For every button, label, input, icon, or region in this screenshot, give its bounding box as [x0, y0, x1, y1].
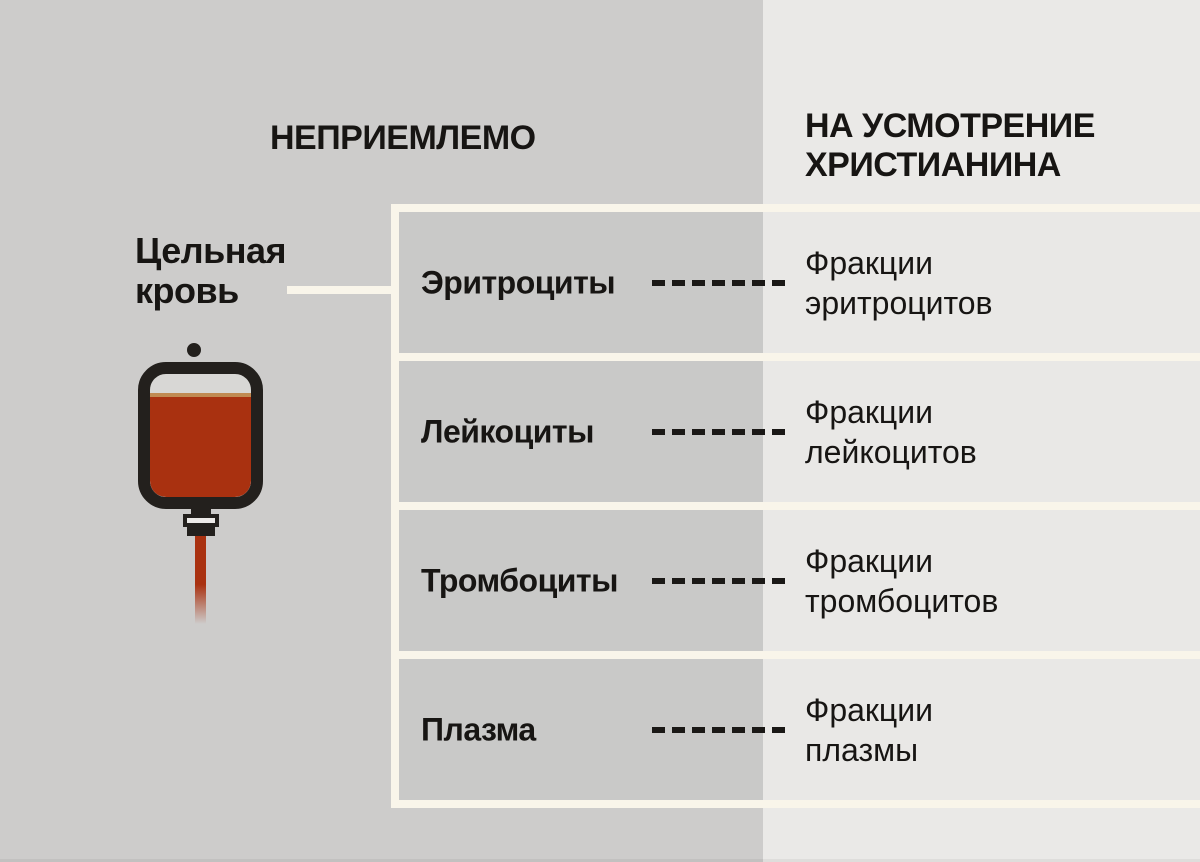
fraction-label: Фракции тромбоцитов: [805, 542, 999, 619]
connector-line: [287, 286, 399, 294]
dash-connector: [652, 726, 790, 733]
column-header-unacceptable: НЕПРИЕМЛЕМО: [270, 119, 536, 157]
bottom-edge-shade: [0, 859, 1200, 862]
components-table: Эритроциты Фракции эритроцитов Лейкоциты…: [391, 204, 1200, 808]
row-divider: [391, 651, 1200, 659]
bag-tube: [195, 536, 206, 624]
component-label: Тромбоциты: [421, 562, 618, 598]
component-label: Эритроциты: [421, 264, 616, 300]
dash-connector: [652, 279, 790, 286]
bag-port-flange: [183, 514, 219, 527]
row-divider: [391, 800, 1200, 808]
table-row-erythrocytes: Эритроциты Фракции эритроцитов: [391, 212, 1200, 353]
bag-body: [138, 362, 263, 509]
row-divider: [391, 353, 1200, 361]
fraction-label: Фракции плазмы: [805, 691, 933, 768]
dash-connector: [652, 577, 790, 584]
whole-blood-label: Цельная кровь: [135, 230, 287, 311]
table-row-plasma: Плазма Фракции плазмы: [391, 659, 1200, 800]
fraction-label: Фракции лейкоцитов: [805, 393, 977, 470]
component-label: Плазма: [421, 711, 536, 747]
row-divider: [391, 204, 1200, 212]
fraction-label: Фракции эритроцитов: [805, 244, 993, 321]
bag-blood-fill: [150, 393, 251, 497]
table-row-platelets: Тромбоциты Фракции тромбоцитов: [391, 510, 1200, 651]
bag-hanger-ring: [187, 343, 201, 357]
bag-port-neck: [191, 508, 211, 516]
column-header-discretion: НА УСМОТРЕНИЕ ХРИСТИАНИНА: [805, 107, 1095, 184]
dash-connector: [652, 428, 790, 435]
bag-port-collar: [187, 527, 215, 536]
component-label: Лейкоциты: [421, 413, 594, 449]
row-divider: [391, 502, 1200, 510]
table-row-leukocytes: Лейкоциты Фракции лейкоцитов: [391, 361, 1200, 502]
